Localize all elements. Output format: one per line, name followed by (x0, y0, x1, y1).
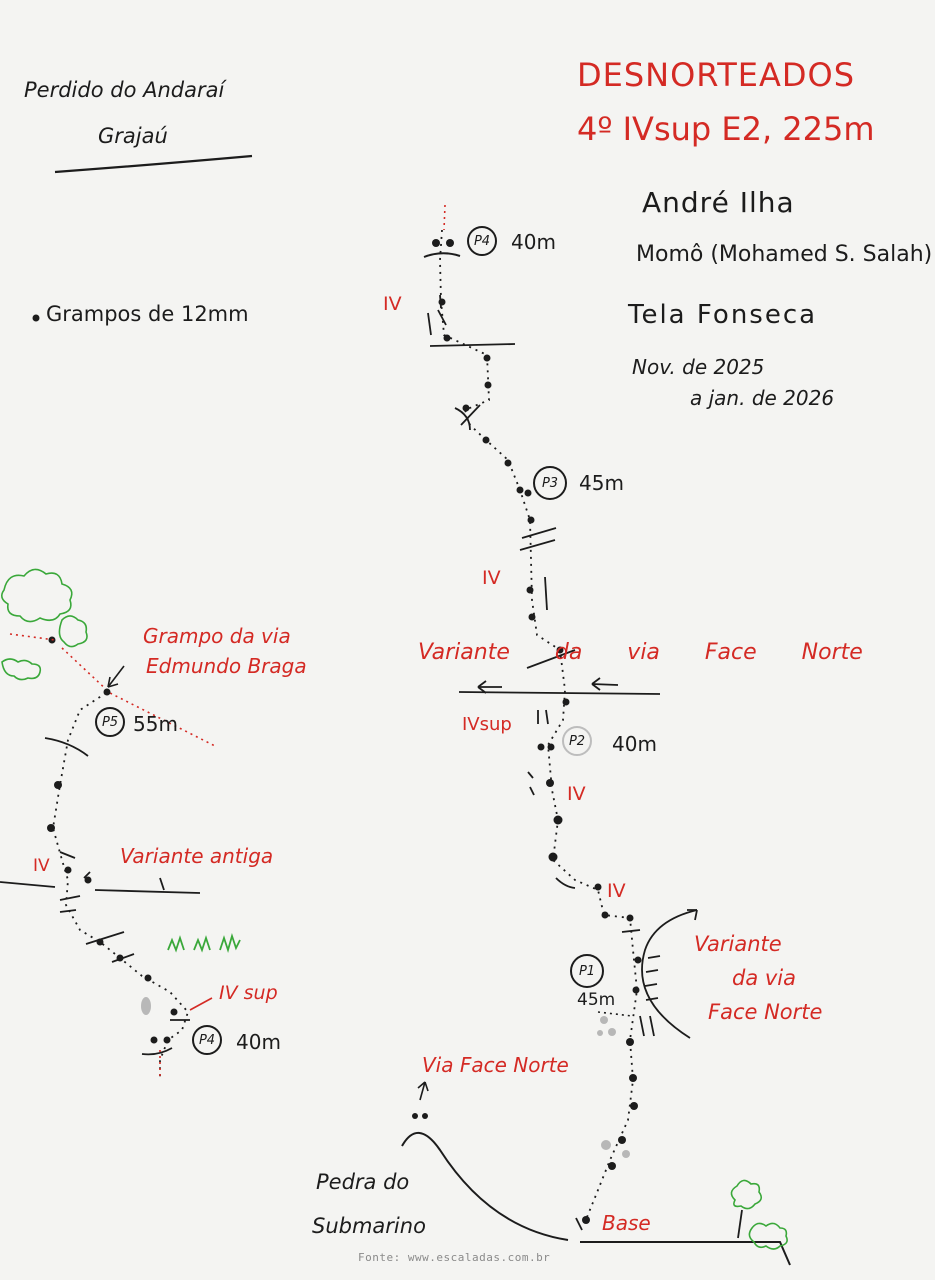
variant-side-label-2: da via (732, 966, 797, 990)
main-p2-marks (527, 709, 641, 933)
author-2: Momô (Mohamed S. Salah) (636, 242, 933, 267)
variante-antiga-label: Variante antiga (120, 844, 274, 868)
main-belay-p2: P2 (562, 726, 592, 756)
left-belay-p5-length: 55m (133, 712, 178, 736)
p1-traverse (597, 1011, 633, 1017)
location-line1: Perdido do Andaraí (24, 78, 225, 102)
via-face-norte-label: Via Face Norte (422, 1053, 569, 1077)
grampo-label-2: Edmundo Braga (146, 654, 307, 678)
grass-tufts (167, 932, 241, 954)
top-continuation (443, 204, 446, 231)
route-grade: 4º IVsup E2, 225m (577, 110, 875, 148)
main-grade-2: IV (482, 567, 501, 589)
main-p1-grey-bolts (597, 1016, 630, 1158)
main-route-line (439, 229, 638, 1223)
date-line1: Nov. de 2025 (632, 355, 765, 379)
base-mark (575, 1217, 583, 1231)
base-vegetation (730, 1179, 788, 1250)
pedra-label-1: Pedra do (316, 1170, 410, 1194)
main-upper-bolts (438, 298, 570, 706)
variant-face-norte-line (458, 677, 661, 695)
base-tree-trunk (737, 1209, 743, 1239)
legend-bolt-dot (32, 314, 40, 322)
main-p4-ledge (423, 252, 461, 258)
source-caption: Fonte: www.escaladas.com.br (358, 1251, 551, 1264)
main-belay-p1: P1 (570, 954, 604, 988)
main-grade-5: IV (607, 880, 626, 902)
left-route-marks (0, 737, 201, 1056)
main-grade-3: IVsup (462, 714, 512, 735)
date-line2: a jan. de 2026 (690, 386, 835, 410)
route-name: DESNORTEADOS (577, 56, 855, 94)
variant-face-norte-top-label: Variante da via Face Norte (418, 640, 863, 665)
author-3: Tela Fonseca (628, 300, 818, 330)
left-belay-p4: P4 (192, 1025, 222, 1055)
main-belay-p3: P3 (533, 466, 567, 500)
via-face-norte-arrow (417, 1081, 429, 1101)
left-grey-bolts (141, 997, 151, 1015)
main-p1-bolts (582, 956, 642, 1224)
main-belay-p1-length: 45m (577, 990, 616, 1010)
via-face-norte-bolts (412, 1113, 428, 1119)
left-grade-1: IV (33, 856, 50, 876)
main-belay-p3-length: 45m (579, 471, 624, 495)
ivsup-arrow (189, 997, 213, 1011)
main-grade-4: IV (567, 783, 586, 805)
author-1: André Ilha (642, 186, 795, 219)
main-belay-p4-length: 40m (511, 230, 556, 254)
main-belay-p4: P4 (467, 226, 497, 256)
edmundo-braga-line (9, 633, 216, 747)
left-vegetation (0, 568, 88, 681)
pedra-submarino (401, 1132, 569, 1241)
main-p2-bolts (537, 743, 634, 922)
ground-line (580, 1241, 791, 1266)
variant-side-label-3: Face Norte (708, 1000, 823, 1024)
left-grade-2: IV sup (219, 982, 278, 1004)
variant-side-label-1: Variante (694, 932, 782, 956)
main-upper-marks (427, 294, 576, 669)
location-line2: Grajaú (98, 124, 168, 148)
base-label: Base (602, 1211, 651, 1235)
left-route-line (52, 692, 190, 1080)
left-grampo-bolt (103, 688, 111, 696)
grampo-arrow (107, 665, 125, 688)
grampo-label-1: Grampo da via (143, 624, 291, 648)
main-belay-p2-length: 40m (612, 732, 657, 756)
variant-side-arc (639, 909, 698, 1039)
main-grade-1: IV (383, 293, 402, 315)
header-underline (54, 154, 253, 174)
left-route-bolts (47, 781, 178, 1044)
main-p4-bolts (432, 239, 454, 247)
pedra-label-2: Submarino (312, 1214, 426, 1238)
left-belay-p5: P5 (95, 707, 125, 737)
left-belay-p4-length: 40m (236, 1030, 281, 1054)
legend-bolts: Grampos de 12mm (46, 302, 249, 326)
